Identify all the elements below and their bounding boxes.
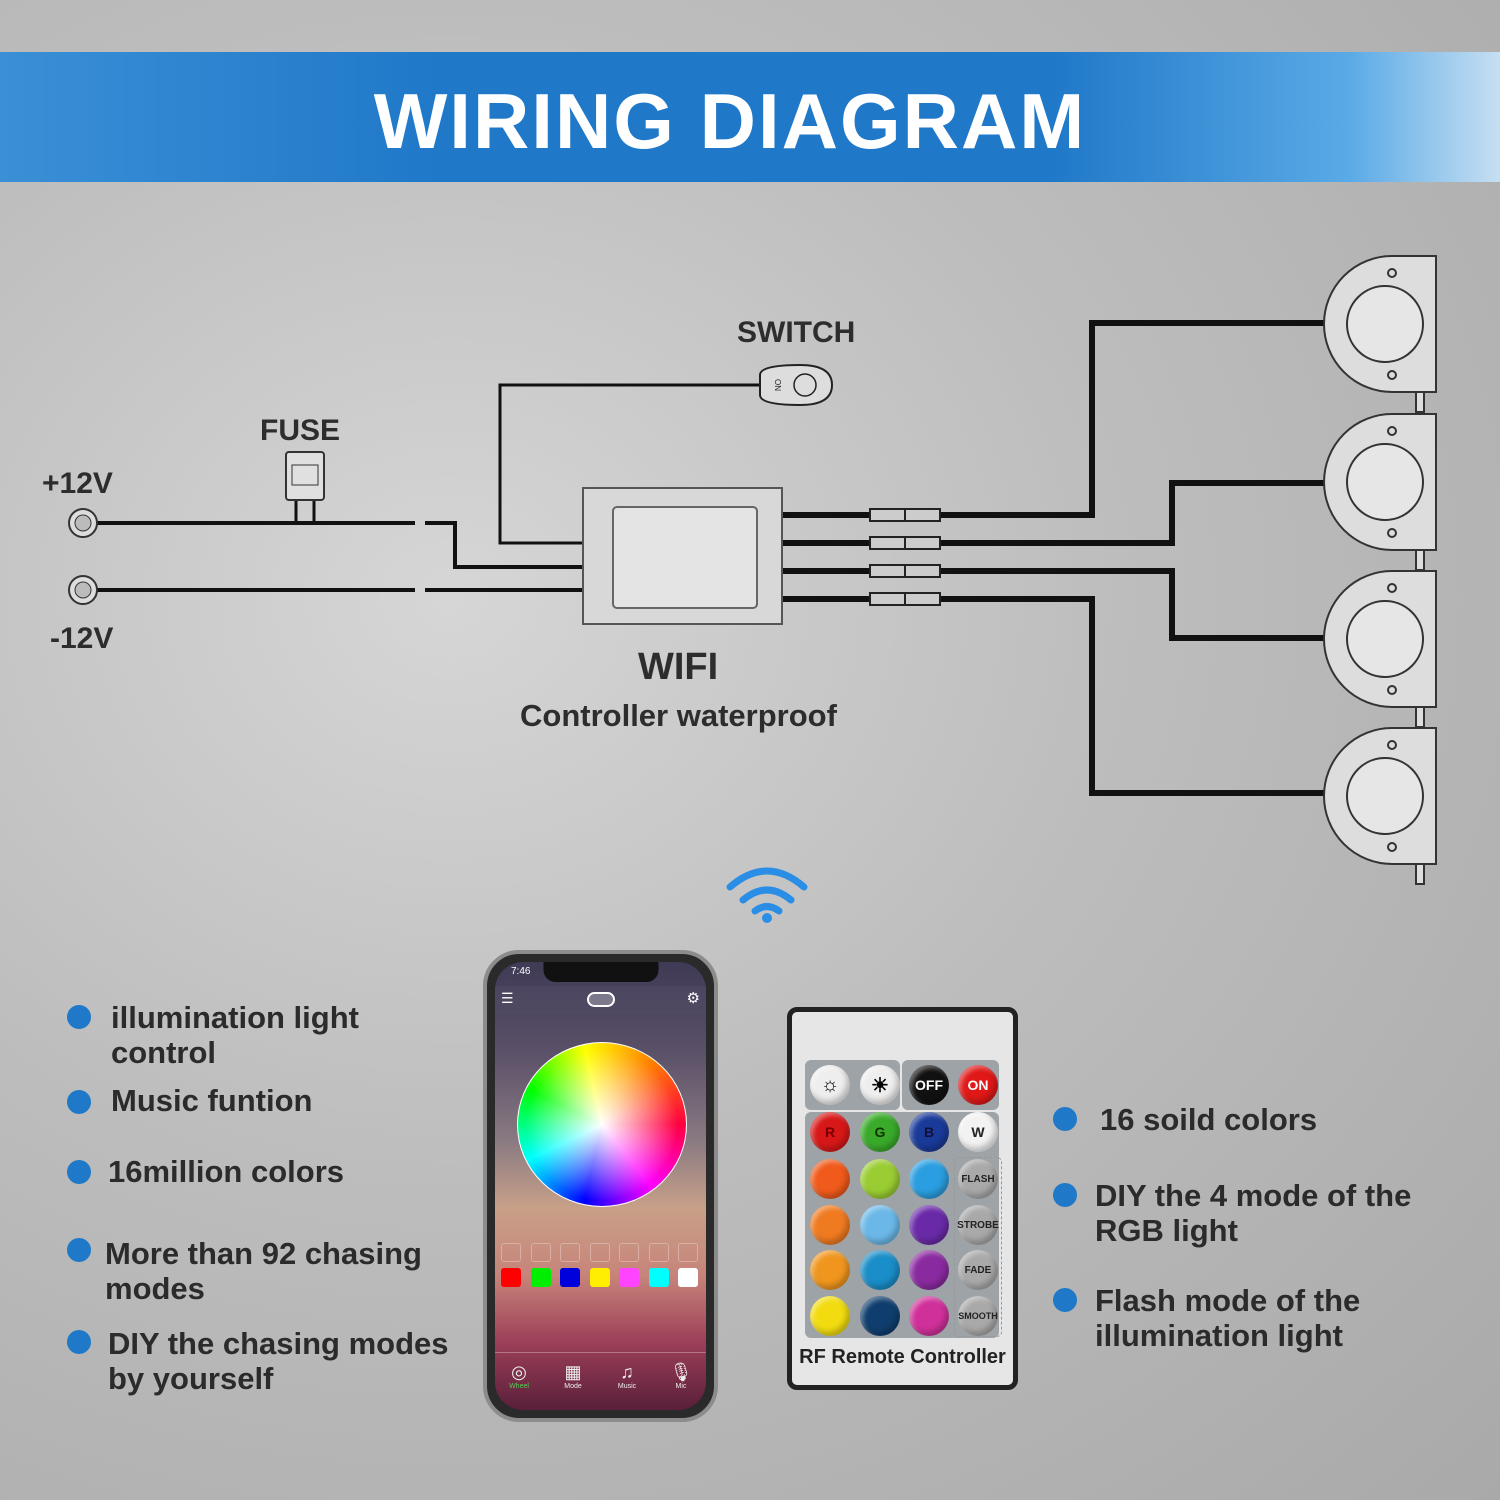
phone-app: 7:46 ☰ ⚙ ◎Wheel ▦Mode ♫Music 🎙Mic — [483, 950, 718, 1422]
feature-item: DIY the chasing modes by yourself — [108, 1326, 449, 1396]
color-swatch[interactable] — [648, 1268, 669, 1287]
terminal-neg-icon — [68, 575, 98, 605]
feature-item: Flash mode of the illumination light — [1095, 1283, 1361, 1353]
fade-button[interactable]: FADE — [958, 1250, 998, 1290]
tab-mic[interactable]: 🎙Mic — [669, 1362, 693, 1390]
custom-color-slot[interactable] — [648, 1243, 669, 1262]
wifi-label: WIFI — [638, 646, 719, 688]
color-swatch[interactable] — [530, 1268, 551, 1287]
flash-button[interactable]: FLASH — [958, 1159, 998, 1199]
bullet-icon — [67, 1330, 91, 1354]
color-wheel[interactable] — [517, 1042, 687, 1207]
negative-label: -12V — [50, 622, 114, 655]
color-button[interactable] — [810, 1159, 850, 1199]
rock-light-icon — [1323, 255, 1437, 413]
color-button[interactable] — [859, 1204, 900, 1245]
title-banner: WIRING DIAGRAM — [0, 52, 1500, 182]
bullet-icon — [1053, 1183, 1077, 1207]
page-title: WIRING DIAGRAM — [373, 77, 1087, 165]
bullet-icon — [67, 1090, 91, 1114]
fuse-icon — [285, 451, 325, 501]
color-button[interactable] — [810, 1295, 850, 1336]
bullet-icon — [67, 1005, 91, 1029]
bullet-icon — [1053, 1288, 1077, 1312]
custom-color-slot[interactable] — [501, 1243, 521, 1262]
switch-label: SWITCH — [737, 316, 856, 349]
color-button[interactable] — [859, 1159, 900, 1199]
rock-light-icon — [1323, 727, 1437, 885]
bullet-icon — [1053, 1107, 1077, 1131]
remote-title: RF Remote Controller — [799, 1346, 1006, 1368]
wifi-icon — [726, 867, 808, 923]
power-toggle[interactable] — [587, 992, 615, 1007]
custom-color-slot[interactable] — [619, 1243, 639, 1262]
red-button[interactable]: R — [810, 1112, 850, 1152]
color-button[interactable] — [909, 1159, 949, 1199]
rock-lights — [1323, 255, 1437, 885]
feature-item: Music funtion — [111, 1083, 313, 1118]
bullet-icon — [67, 1160, 91, 1184]
connectors-icon — [869, 508, 941, 606]
custom-color-slot[interactable] — [678, 1243, 698, 1262]
positive-label: +12V — [42, 467, 113, 500]
brightness-down-button[interactable]: ☀ — [860, 1065, 900, 1105]
controller-box-icon — [582, 487, 783, 625]
tab-music[interactable]: ♫Music — [617, 1362, 637, 1390]
strobe-button[interactable]: STROBE — [957, 1205, 999, 1245]
color-swatch[interactable] — [560, 1268, 580, 1287]
terminal-pos-icon — [68, 508, 98, 538]
controller-label: Controller waterproof — [520, 698, 837, 733]
tab-mode[interactable]: ▦Mode — [564, 1362, 582, 1390]
color-button[interactable] — [859, 1295, 900, 1336]
green-button[interactable]: G — [860, 1112, 900, 1152]
color-swatch[interactable] — [678, 1268, 698, 1287]
color-swatch[interactable] — [619, 1268, 639, 1287]
color-swatch[interactable] — [501, 1268, 521, 1287]
svg-text:ON: ON — [773, 379, 782, 391]
brightness-up-button[interactable]: ☼ — [810, 1065, 850, 1105]
color-button[interactable] — [810, 1204, 850, 1245]
color-button[interactable] — [909, 1295, 949, 1336]
gear-icon[interactable]: ⚙ — [686, 990, 700, 1007]
wiring-diagram: ON — [68, 255, 1437, 923]
switch-icon: ON — [759, 363, 834, 407]
on-button[interactable]: ON — [958, 1065, 998, 1105]
feature-item: illumination light control — [111, 1000, 359, 1070]
switch-wire — [498, 383, 760, 545]
color-button[interactable] — [909, 1204, 949, 1245]
menu-icon[interactable]: ☰ — [501, 990, 514, 1006]
positive-wire — [95, 521, 583, 569]
fuse-label: FUSE — [260, 414, 341, 447]
custom-color-slot[interactable] — [560, 1243, 580, 1262]
output-wires — [782, 320, 1330, 796]
white-button[interactable]: W — [958, 1112, 998, 1152]
color-button[interactable] — [810, 1250, 850, 1290]
feature-item: More than 92 chasing modes — [105, 1236, 422, 1306]
color-button[interactable] — [859, 1250, 900, 1290]
rock-light-icon — [1323, 570, 1437, 728]
tab-wheel[interactable]: ◎Wheel — [509, 1362, 529, 1390]
custom-color-slot[interactable] — [589, 1243, 610, 1262]
rock-light-icon — [1323, 413, 1437, 571]
color-swatch[interactable] — [589, 1268, 610, 1287]
off-button[interactable]: OFF — [909, 1065, 949, 1105]
custom-color-slot[interactable] — [530, 1243, 551, 1262]
blue-button[interactable]: B — [909, 1112, 949, 1152]
status-time: 7:46 — [511, 966, 531, 977]
bullet-icon — [67, 1238, 91, 1262]
color-button[interactable] — [909, 1250, 949, 1290]
feature-item: 16million colors — [108, 1154, 345, 1189]
feature-item: 16 soild colors — [1100, 1102, 1318, 1137]
smooth-button[interactable]: SMOOTH — [958, 1296, 998, 1336]
feature-item: DIY the 4 mode of the RGB light — [1095, 1178, 1412, 1248]
rf-remote: ☼ ☀ OFF ON R G B W FLASH STROBE FADE SMO… — [787, 1007, 1018, 1390]
